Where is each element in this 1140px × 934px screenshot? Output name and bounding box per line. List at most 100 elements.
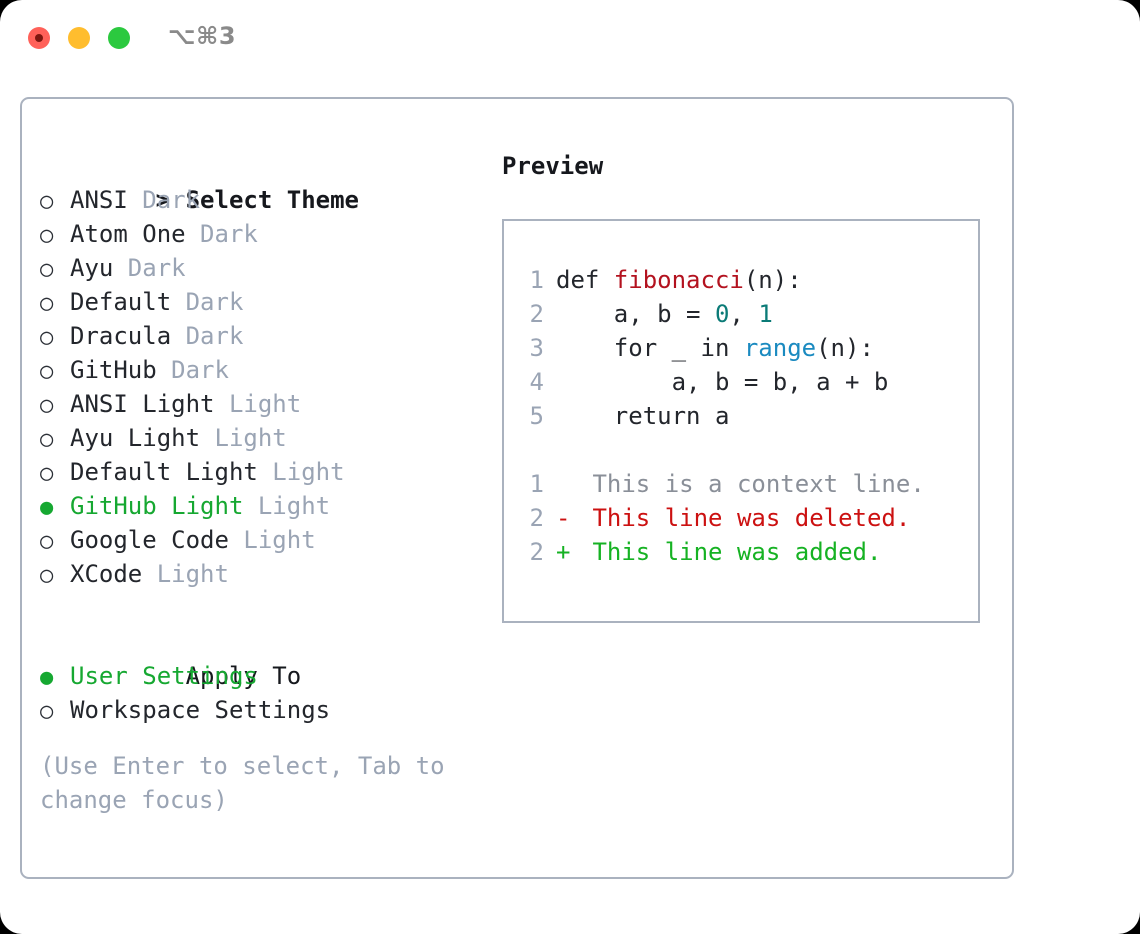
maximize-window-button[interactable] [108,27,130,49]
preview-title: Preview [502,152,604,180]
code-token: (n): [743,266,802,294]
theme-list-item[interactable]: ○Google Code Light [40,523,490,557]
apply-to-option[interactable]: ● User Settings [40,659,490,693]
theme-list-item[interactable]: ○ ANSI Light Light [40,387,490,421]
diff-line: 2- This line was deleted. [520,501,978,535]
theme-name: Dracula [70,322,172,350]
radio-unselected-icon: ○ [40,563,54,588]
theme-kind-label: Light [200,424,287,452]
theme-name: XCode [70,560,143,588]
theme-kind-label: Dark [127,186,201,214]
radio-unselected-icon: ○ [40,325,54,350]
radio-unselected-icon: ○ [40,257,54,282]
theme-list: ○ANSI Dark○Atom One Dark○Ayu Dark○Defaul… [40,183,490,591]
code-token: (n): [816,334,874,362]
diff-sample: 1 This is a context line.2- This line wa… [520,467,978,569]
code-line: 3 for _ in range(n): [520,331,978,365]
theme-name: Ayu Light [70,424,201,452]
radio-unselected-icon: ○ [40,393,54,418]
line-number: 1 [529,266,544,294]
window-shortcut-label: ⌥⌘3 [168,22,237,50]
code-token: range [743,334,817,362]
theme-list-item[interactable]: ○ XCode Light [40,557,490,591]
select-theme-heading: > Select Theme [40,149,490,214]
theme-kind-label: Light [142,560,229,588]
theme-list-item[interactable]: ○Atom One Dark [40,217,490,251]
code-token: a, b = b, a + b [556,368,889,396]
code-line: 5 return a [520,399,978,433]
diff-text: This line was added. [578,538,882,566]
code-token: def [556,266,614,294]
title-bar: ⌥⌘3 [0,0,1140,78]
theme-name: Ayu [70,254,114,282]
line-number: 2 [529,538,544,566]
line-number: 2 [529,300,544,328]
theme-list-item[interactable]: ●GitHub Light Light [40,489,490,523]
theme-list-item[interactable]: ○ Ayu Dark [40,251,490,285]
theme-kind-label: Light [214,390,302,418]
theme-kind-label: Dark [113,254,186,282]
line-number: 3 [529,334,544,362]
main-panel: >Select Theme ○ANSI Dark○Atom One Dark○A… [20,97,1014,879]
radio-unselected-icon: ○ [40,427,54,452]
caret-icon: > [155,186,171,214]
code-token: a, b = [556,300,715,328]
theme-name: Atom One [70,220,186,248]
apply-to-options: ● User Settings ○ Workspace Settings [40,659,490,727]
theme-kind-label: Dark [171,322,244,350]
apply-to-option[interactable]: ○ Workspace Settings [40,693,490,727]
theme-selector-column: >Select Theme ○ANSI Dark○Atom One Dark○A… [40,149,490,817]
theme-kind-label: Dark [171,288,244,316]
list-spacer [40,591,490,625]
theme-name: Google Code [70,526,229,554]
theme-list-item[interactable]: ○ GitHub Dark [40,353,490,387]
theme-kind-label: Light [257,458,345,486]
radio-selected-icon: ● [40,665,54,690]
diff-text: This line was deleted. [578,504,911,532]
theme-name: GitHub [70,356,157,384]
code-token: 1 [758,300,773,328]
theme-list-item[interactable]: ○ Default Light Light [40,455,490,489]
diff-text: This is a context line. [578,470,925,498]
theme-list-item[interactable]: ○ Ayu Light Light [40,421,490,455]
radio-selected-icon: ● [40,495,54,520]
diff-marker: - [556,504,571,532]
theme-name: Default [70,288,172,316]
line-number: 1 [529,470,544,498]
radio-unselected-icon: ○ [40,189,54,214]
diff-marker [556,467,578,501]
code-line: 4 a, b = b, a + b [520,365,978,399]
theme-name: ANSI [70,186,128,214]
theme-kind-label: Light [228,526,316,554]
apply-to-option-label: Workspace Settings [70,696,331,724]
theme-list-item[interactable]: ○ Default Dark [40,285,490,319]
code-line: 2 a, b = 0, 1 [520,297,978,331]
radio-unselected-icon: ○ [40,359,54,384]
close-window-button[interactable] [28,27,50,49]
code-token: 0 [714,300,730,328]
theme-name: Default Light [70,458,258,486]
radio-unselected-icon: ○ [40,699,54,724]
minimize-window-button[interactable] [68,27,90,49]
theme-list-item[interactable]: ○ Dracula Dark [40,319,490,353]
code-token: return a [556,402,730,430]
theme-kind-label: Dark [185,220,258,248]
radio-unselected-icon: ○ [40,291,54,316]
theme-name: ANSI Light [70,390,215,418]
radio-unselected-icon: ○ [40,461,54,486]
line-number: 2 [529,504,544,532]
theme-list-item[interactable]: ○ ANSI Dark [40,183,490,217]
line-number: 5 [529,402,544,430]
select-theme-heading-label: Select Theme [185,186,359,214]
apply-to-heading-label: Apply To [185,662,302,690]
diff-line: 1 This is a context line. [520,467,978,501]
apply-to-option-label: User Settings [70,662,258,690]
theme-kind-label: Light [243,492,331,520]
theme-kind-label: Dark [156,356,229,384]
code-token: for _ in [556,334,744,362]
